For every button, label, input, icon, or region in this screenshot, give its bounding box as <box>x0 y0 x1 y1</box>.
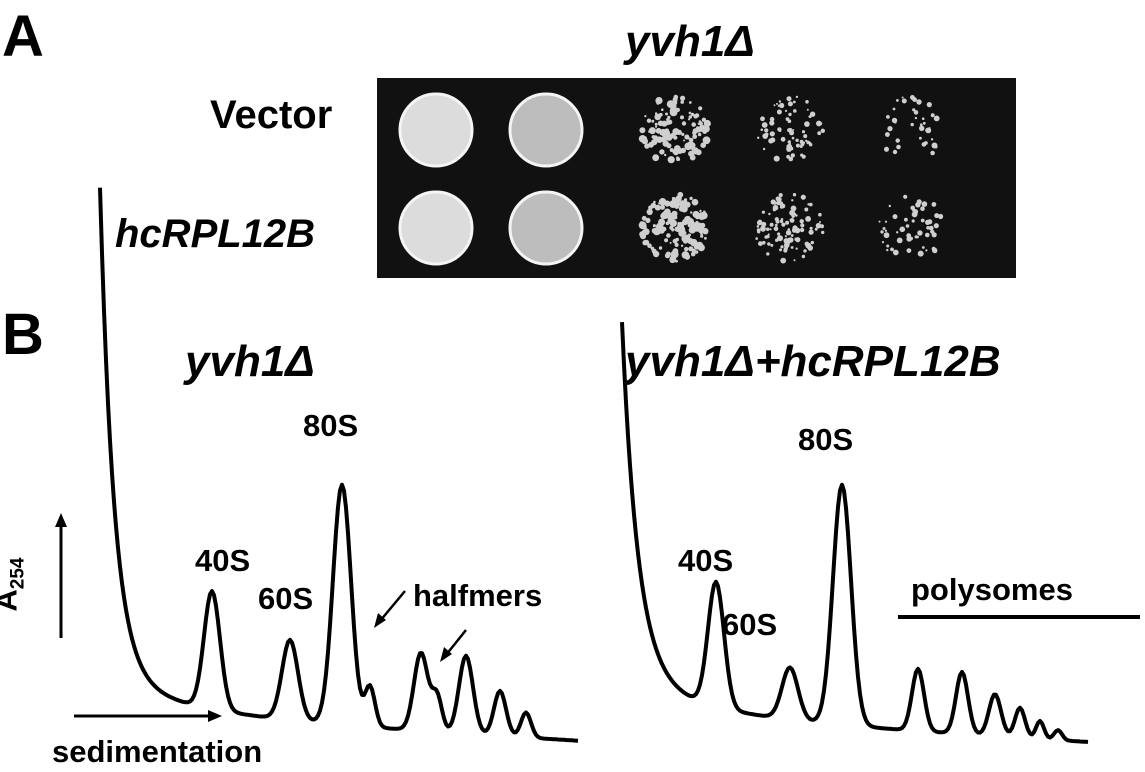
sedimentation-arrowhead <box>208 710 222 722</box>
peak-label-60s-2: 60S <box>722 607 778 642</box>
panel-a-letter: A <box>2 4 44 69</box>
panel-b-letter: B <box>2 302 44 367</box>
spot-2-3 <box>638 191 709 264</box>
spot-1-5 <box>884 95 940 156</box>
halfmer-arrow-2 <box>445 629 467 656</box>
spot-assay-image <box>398 92 944 266</box>
peak-label-80s-1: 80S <box>303 408 359 443</box>
spot-2-1 <box>398 190 474 266</box>
polysomes-label: polysomes <box>911 572 1073 607</box>
spot-2-2 <box>508 190 584 266</box>
peak-label-60s-1: 60S <box>258 581 314 616</box>
peak-label-80s-2: 80S <box>798 422 854 457</box>
halfmer-arrowhead-1 <box>374 613 386 628</box>
spot-1-1 <box>398 92 474 168</box>
spot-1-2 <box>508 92 584 168</box>
profile-1-title: yvh1Δ <box>185 337 315 386</box>
profile-trace-yvh1-hcrpl12b <box>620 322 1089 744</box>
row-label-hcrpl12b: hcRPL12B <box>115 212 316 256</box>
profile-2-title: yvh1Δ+hcRPL12B <box>625 337 1001 386</box>
y-axis-arrowhead <box>55 513 67 527</box>
peak-label-40s-1: 40S <box>195 543 251 578</box>
spot-2-4 <box>755 193 825 264</box>
spot-1-3 <box>638 94 711 164</box>
spot-2-5 <box>878 194 944 257</box>
panel-a-title: yvh1Δ <box>625 17 755 66</box>
profile-trace-yvh1 <box>98 187 579 743</box>
halfmer-arrow-1 <box>379 590 406 622</box>
halfmer-arrowhead-2 <box>440 647 452 662</box>
peak-label-40s-2: 40S <box>678 543 734 578</box>
halfmers-label: halfmers <box>413 578 543 613</box>
spot-1-4 <box>757 95 825 162</box>
spot-assay-plate <box>377 78 1016 278</box>
row-label-vector: Vector <box>210 93 333 137</box>
x-axis-label: sedimentation <box>52 734 263 769</box>
